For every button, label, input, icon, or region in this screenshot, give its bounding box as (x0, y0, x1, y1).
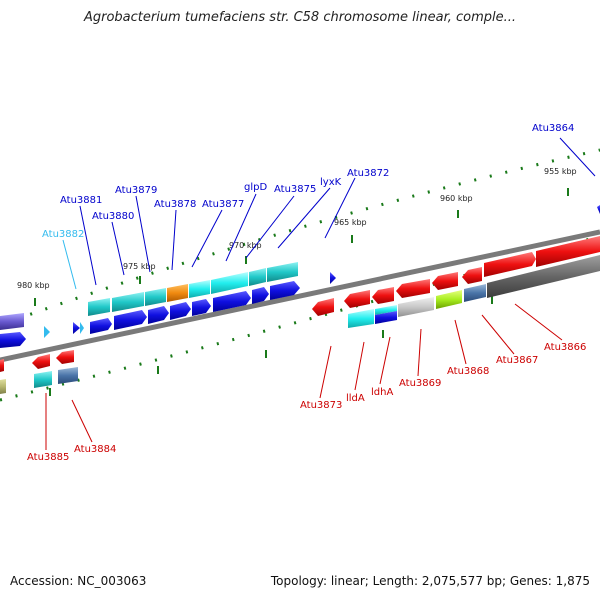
gene-atu3866-box[interactable] (487, 255, 600, 298)
label-atu3882[interactable]: Atu3882 (42, 229, 84, 240)
gene-left-red-1[interactable] (32, 354, 50, 369)
accession-text: Accession: NC_003063 (10, 574, 147, 588)
label-atu3869[interactable]: Atu3869 (399, 378, 441, 389)
gene-arrow-3[interactable] (148, 306, 169, 324)
gene-atu3877-box[interactable] (189, 280, 210, 298)
label-atu3880[interactable]: Atu3880 (92, 211, 134, 222)
label-atu3879[interactable]: Atu3879 (115, 185, 157, 196)
gene-lyxk-box[interactable] (267, 262, 298, 282)
label-atu3868[interactable]: Atu3868 (447, 366, 489, 377)
gene-arrow-5[interactable] (192, 299, 211, 316)
gene-far-left-purple[interactable] (0, 313, 24, 330)
marker-blue-small-2[interactable] (73, 322, 80, 334)
gene-ldha-box-cyan[interactable] (375, 305, 397, 315)
gene-atu3875-box[interactable] (249, 268, 266, 286)
label-atu3881[interactable]: Atu3881 (60, 195, 102, 206)
label-atu3866[interactable]: Atu3866 (544, 342, 586, 353)
gene-llda-box[interactable] (348, 309, 374, 328)
gene-left-red-2[interactable] (56, 350, 74, 364)
label-atu3872[interactable]: Atu3872 (347, 168, 389, 179)
gene-atu3880-box[interactable] (112, 292, 144, 312)
scale-975kbp: 975 kbp (123, 262, 156, 271)
gene-right-red[interactable] (536, 236, 600, 267)
gene-atu3884-box[interactable] (58, 367, 78, 384)
gene-atu3878-box[interactable] (167, 284, 188, 302)
gene-atu3867-box[interactable] (464, 284, 486, 302)
label-atu3875[interactable]: Atu3875 (274, 184, 316, 195)
gene-labels: Atu3864 Atu3872 lyxK Atu3875 glpD Atu387… (27, 123, 586, 463)
gene-atu3885-box[interactable] (34, 371, 52, 388)
gene-ldha-arrow[interactable] (372, 287, 394, 304)
label-llda[interactable]: lldA (346, 393, 365, 404)
gene-atu3869-arrow[interactable] (396, 279, 430, 298)
label-atu3867[interactable]: Atu3867 (496, 355, 538, 366)
label-atu3878[interactable]: Atu3878 (154, 199, 196, 210)
gene-atu3864-red[interactable] (484, 252, 536, 277)
label-atu3885[interactable]: Atu3885 (27, 452, 69, 463)
gene-arrow-2[interactable] (114, 310, 147, 330)
gene-atu3881-box[interactable] (88, 298, 110, 316)
scale-980kbp: 980 kbp (17, 281, 50, 290)
scale-955kbp: 955 kbp (544, 167, 577, 176)
gene-atu3873-box[interactable] (312, 298, 334, 316)
leader-lines-blue (62, 137, 596, 290)
gene-glpd-box[interactable] (211, 272, 248, 294)
label-atu3864[interactable]: Atu3864 (532, 123, 574, 134)
gene-atu3868-arrow[interactable] (432, 272, 458, 290)
map-title: Agrobacterium tumefaciens str. C58 chrom… (83, 10, 517, 25)
genome-backbone (0, 229, 600, 363)
gene-atu3868-box[interactable] (436, 290, 462, 309)
forward-strand-features (0, 205, 600, 348)
scale-970kbp: 970 kbp (229, 241, 262, 250)
gene-right-tip[interactable] (597, 205, 600, 214)
gene-left-olive[interactable] (0, 379, 6, 394)
leader-lines-red (45, 303, 563, 450)
gene-atu3867-arrow[interactable] (462, 267, 482, 284)
gene-arrow-7[interactable] (252, 287, 269, 304)
reverse-strand-features (0, 255, 600, 394)
gene-atu3879-box[interactable] (145, 288, 166, 306)
label-lyxk[interactable]: lyxK (320, 177, 342, 188)
gene-llda-arrow[interactable] (344, 290, 370, 308)
tick-row-upper (0, 148, 600, 327)
gene-atu3869-box[interactable] (398, 297, 434, 317)
major-ticks (34, 188, 569, 396)
label-glpd[interactable]: glpD (244, 182, 267, 193)
gene-arrow-1[interactable] (90, 318, 112, 334)
label-atu3877[interactable]: Atu3877 (202, 199, 244, 210)
label-atu3884[interactable]: Atu3884 (74, 444, 116, 455)
scale-960kbp: 960 kbp (440, 194, 473, 203)
marker-blue-small-1[interactable] (330, 272, 336, 284)
gene-left-red-edge[interactable] (0, 359, 4, 372)
label-atu3873[interactable]: Atu3873 (300, 400, 342, 411)
gene-ldha-box-blue[interactable] (375, 311, 397, 324)
gene-arrow-6[interactable] (213, 291, 251, 312)
label-ldha[interactable]: ldhA (371, 387, 393, 398)
marker-cyan-small[interactable] (44, 326, 50, 338)
gene-far-left-blue[interactable] (0, 332, 26, 348)
marker-cyan-small-2[interactable] (80, 322, 84, 334)
scale-965kbp: 965 kbp (334, 218, 367, 227)
gene-arrow-4[interactable] (170, 302, 191, 320)
topology-text: Topology: linear; Length: 2,075,577 bp; … (270, 574, 590, 588)
gene-arrow-8[interactable] (270, 281, 300, 300)
